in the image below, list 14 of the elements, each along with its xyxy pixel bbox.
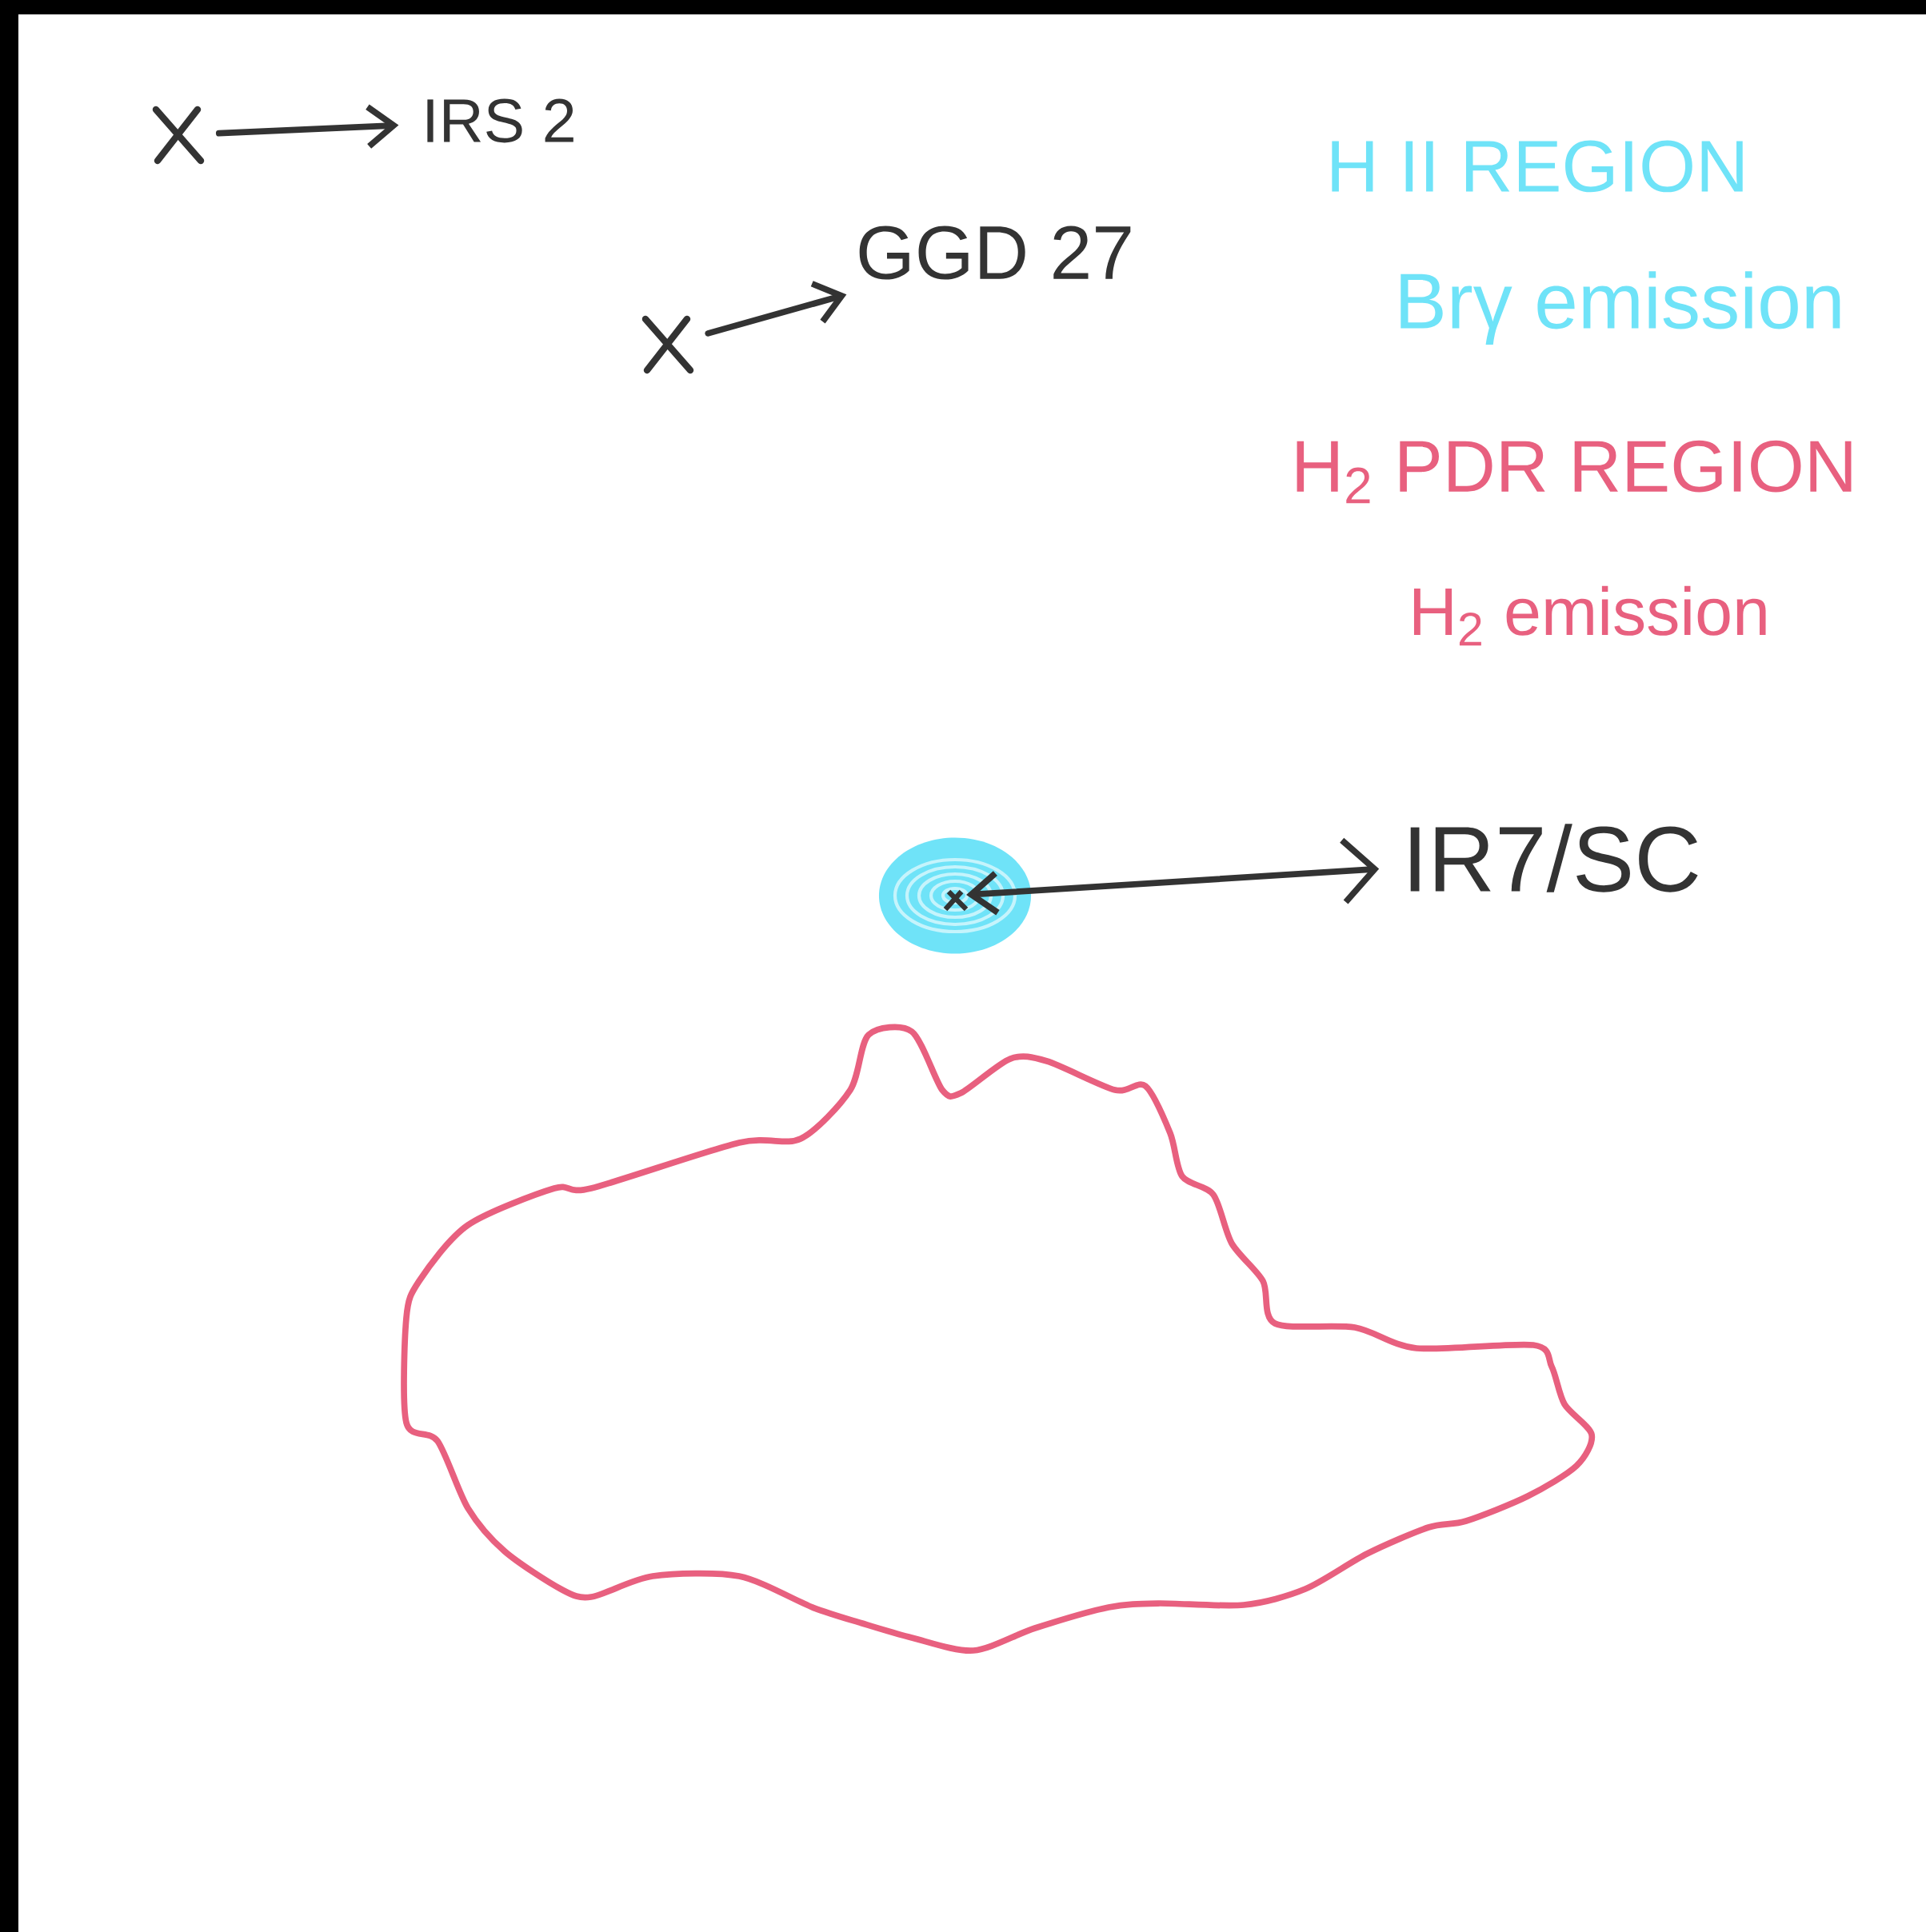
label-text: GGD 27 xyxy=(859,226,1131,280)
label-text: IR7/SC xyxy=(1410,824,1698,892)
cloud-outline xyxy=(401,1024,1596,1654)
cross-mark xyxy=(152,106,205,165)
label-text: IRS 2 xyxy=(427,98,573,143)
label-text: Brγ emission xyxy=(1401,271,1840,345)
arrow xyxy=(215,104,399,149)
label-text: H$_{2}$ emission xyxy=(1413,585,1766,646)
arrow xyxy=(966,837,1380,916)
scribbled-blob xyxy=(878,837,1032,954)
label-text: H II REGION xyxy=(1332,140,1743,193)
label-text: H$_{2}$ PDR REGION xyxy=(1297,440,1852,504)
arrow xyxy=(705,281,847,337)
cross-mark xyxy=(641,315,694,374)
